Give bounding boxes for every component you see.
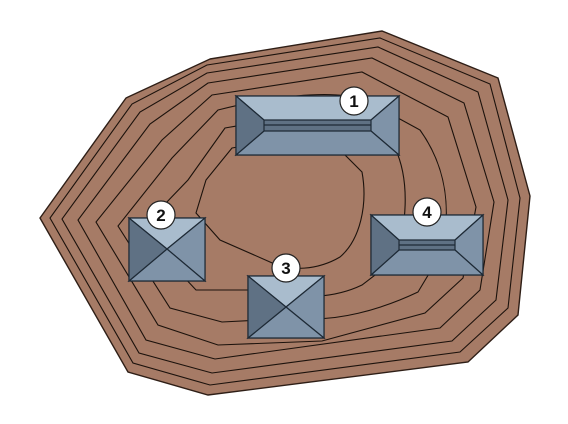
- marker-1: 1: [339, 86, 369, 116]
- contour-line: [49, 37, 521, 386]
- marker-2: 2: [146, 200, 176, 230]
- marker-circle: [146, 200, 176, 230]
- marker-3: 3: [271, 253, 301, 283]
- marker-label: 2: [156, 206, 165, 225]
- building-2: [127, 216, 207, 283]
- marker-4: 4: [412, 197, 442, 227]
- roof-face: [235, 94, 265, 157]
- marker-label: 1: [349, 92, 358, 111]
- building-3: [246, 274, 326, 340]
- roof-face: [128, 216, 168, 283]
- contour-line: [77, 57, 495, 360]
- contour-line: [95, 71, 477, 346]
- marker-circle: [412, 197, 442, 227]
- marker-label: 4: [422, 203, 432, 222]
- terrain-pad: [39, 30, 531, 396]
- marker-circle: [339, 86, 369, 116]
- contour-line: [61, 46, 509, 374]
- roof-face: [247, 274, 287, 340]
- marker-circle: [271, 253, 301, 283]
- building-1: [234, 94, 401, 157]
- roof-face: [370, 213, 400, 277]
- marker-label: 3: [281, 259, 290, 278]
